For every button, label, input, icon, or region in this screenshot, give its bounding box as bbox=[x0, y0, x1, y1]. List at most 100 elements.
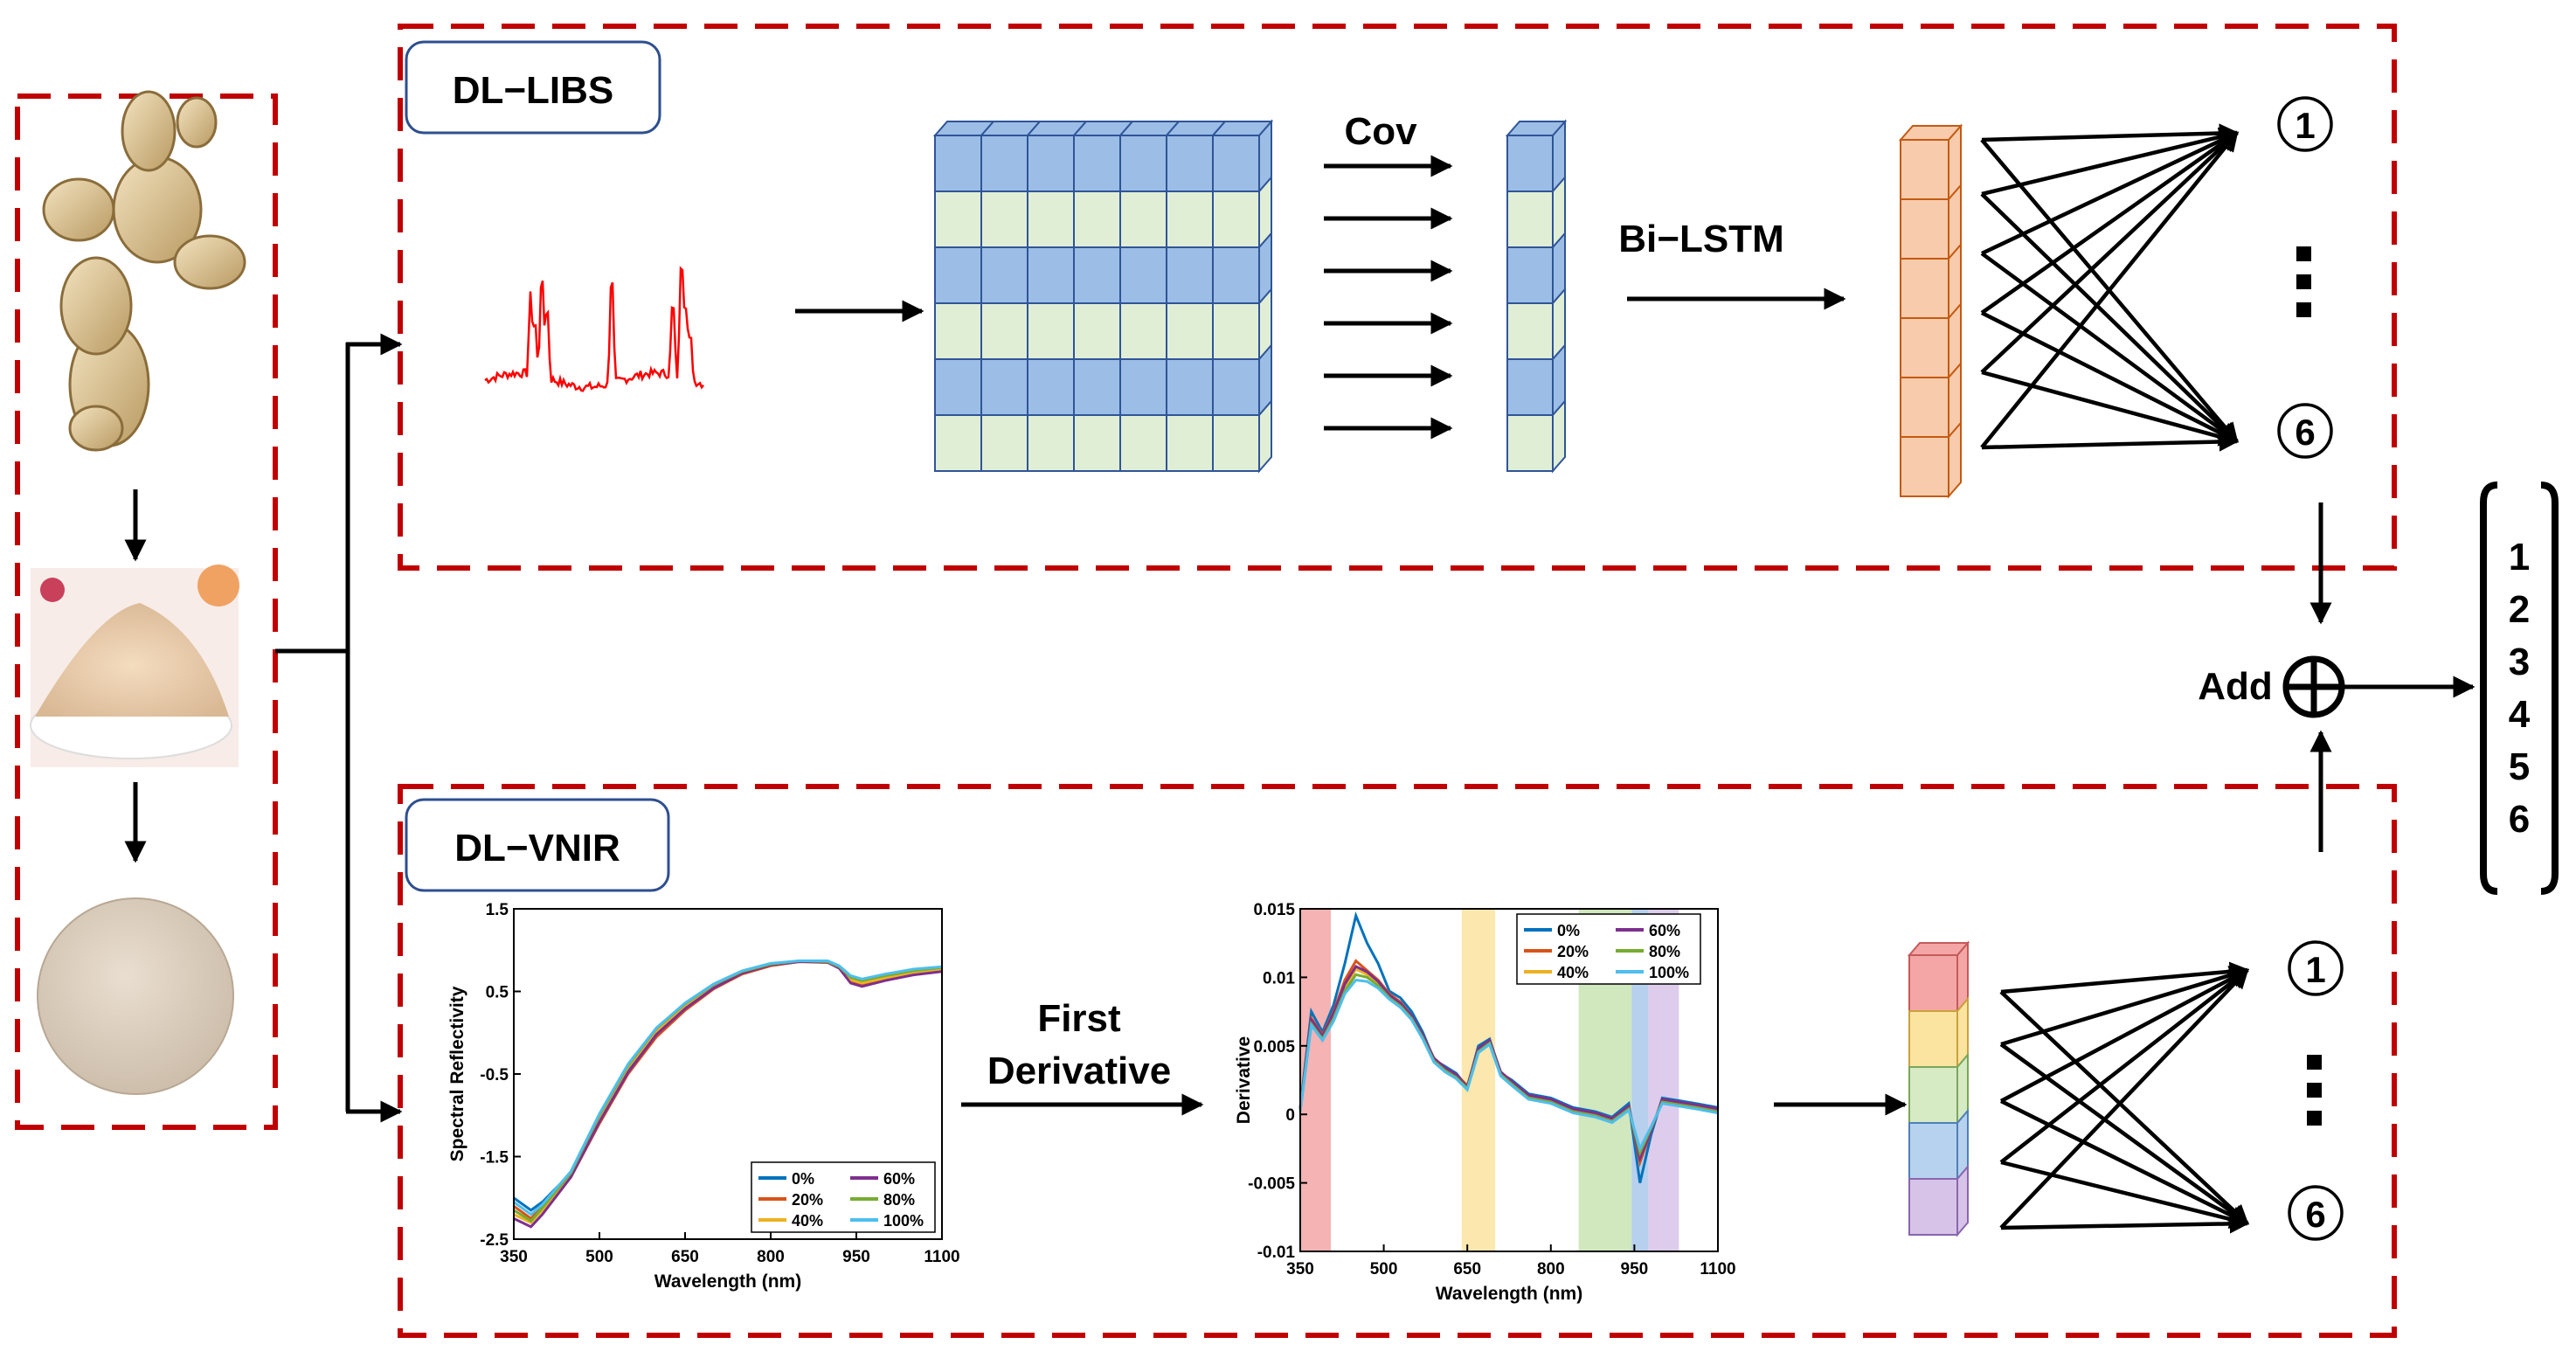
x-tick-label: 350 bbox=[1286, 1260, 1314, 1278]
vnir-cell bbox=[1908, 1122, 1958, 1180]
legend-entry: 40% bbox=[1557, 964, 1589, 981]
dense-connection bbox=[1999, 1043, 2249, 1225]
conv-cell bbox=[1166, 191, 1214, 248]
conv-cell bbox=[1119, 246, 1167, 304]
lstm-cell bbox=[1900, 317, 1949, 378]
conv-cell bbox=[1212, 414, 1260, 472]
lstm-top bbox=[1898, 125, 1963, 141]
conv-cell bbox=[1027, 414, 1075, 472]
x-tick-label: 350 bbox=[500, 1248, 528, 1266]
result-value: 2 bbox=[2509, 588, 2530, 631]
vnir-dense-connections bbox=[1999, 961, 2250, 1234]
conv-cell bbox=[1073, 358, 1121, 416]
libs-title-box bbox=[405, 40, 661, 135]
lstm-cell bbox=[1900, 377, 1949, 438]
libs-dense-connections bbox=[1980, 123, 2240, 452]
dense-connection bbox=[1999, 968, 2249, 1230]
conv-cell bbox=[934, 246, 982, 304]
lstm-cell bbox=[1900, 258, 1949, 319]
conv-cell bbox=[1073, 414, 1121, 472]
x-tick-label: 1100 bbox=[924, 1248, 959, 1266]
vnir-cell bbox=[1908, 1066, 1958, 1124]
conv-cell bbox=[1212, 246, 1260, 304]
conv-cell bbox=[1073, 191, 1121, 248]
conv-cell bbox=[1166, 302, 1214, 360]
vnir-cell bbox=[1908, 1178, 1958, 1236]
conv-cell bbox=[1027, 191, 1075, 248]
dense-connection bbox=[1981, 370, 2240, 447]
x-tick-label: 650 bbox=[1453, 1260, 1481, 1278]
conv-cell bbox=[1166, 246, 1214, 304]
vnir-title-box bbox=[405, 798, 670, 892]
y-axis-label: Derivative bbox=[1234, 1036, 1254, 1124]
lstm-cell bbox=[1900, 198, 1949, 260]
x-tick-label: 800 bbox=[757, 1248, 785, 1266]
dense-connection bbox=[1980, 192, 2239, 443]
vnir-side bbox=[1956, 1164, 1969, 1237]
y-tick-label: -0.005 bbox=[1248, 1175, 1295, 1194]
conv-cell bbox=[1119, 302, 1167, 360]
libs-branch: DL−LIBS Cov Bi−LSTM 1 6 bbox=[398, 24, 2397, 571]
conv-top-face bbox=[1210, 121, 1274, 136]
dense-connection bbox=[1999, 1098, 2250, 1226]
legend-entry: 60% bbox=[883, 1170, 915, 1188]
transform-label-line1: First bbox=[1037, 997, 1121, 1040]
x-tick-label: 950 bbox=[1621, 1260, 1649, 1278]
vnir-output-top-circle bbox=[2288, 940, 2344, 996]
conv-cell bbox=[1027, 135, 1075, 192]
transform-label-line2: Derivative bbox=[987, 1050, 1171, 1092]
conv-cell bbox=[1027, 302, 1075, 360]
conv-output-column bbox=[1505, 119, 1568, 474]
conv-side-face bbox=[1258, 398, 1272, 474]
x-axis-label: Wavelength (nm) bbox=[654, 1271, 801, 1292]
libs-output-bottom: 6 bbox=[2295, 412, 2315, 453]
y-tick-label: -2.5 bbox=[480, 1231, 509, 1250]
dense-connection bbox=[1980, 310, 2240, 444]
conv-cell bbox=[934, 414, 982, 472]
conv-column-cell bbox=[1506, 191, 1554, 248]
dense-connection bbox=[2000, 961, 2250, 994]
conv-column-cell bbox=[1506, 135, 1554, 192]
conv-arrows bbox=[1324, 155, 1453, 440]
dense-connection bbox=[1981, 127, 2240, 197]
dense-connection bbox=[2000, 1214, 2250, 1234]
dense-connection bbox=[1981, 123, 2240, 143]
libs-spectrum bbox=[484, 266, 704, 392]
lstm-label: Bi−LSTM bbox=[1618, 218, 1783, 260]
x-tick-label: 500 bbox=[1370, 1260, 1398, 1278]
y-tick-label: 0 bbox=[1285, 1106, 1295, 1125]
conv-cell bbox=[1119, 358, 1167, 416]
conv-cell bbox=[934, 191, 982, 248]
conv-cell bbox=[934, 302, 982, 360]
conv-cell bbox=[1166, 414, 1214, 472]
x-tick-label: 800 bbox=[1537, 1260, 1565, 1278]
x-tick-label: 950 bbox=[842, 1248, 870, 1266]
conv-cell bbox=[1119, 414, 1167, 472]
legend-entry: 0% bbox=[792, 1170, 814, 1188]
powder-image bbox=[30, 565, 239, 767]
y-tick-label: 0.01 bbox=[1263, 969, 1295, 987]
conv-feature-grid bbox=[932, 119, 1274, 474]
conv-cell bbox=[1119, 191, 1167, 248]
y-tick-label: 0.005 bbox=[1253, 1038, 1295, 1057]
conv-cell bbox=[934, 135, 982, 192]
conv-cell bbox=[1027, 358, 1075, 416]
conv-cell bbox=[934, 358, 982, 416]
x-axis-label: Wavelength (nm) bbox=[1436, 1284, 1582, 1304]
y-tick-label: 0.5 bbox=[486, 984, 509, 1002]
conv-cell bbox=[980, 414, 1028, 472]
vnir-output-bottom-circle bbox=[2288, 1185, 2344, 1241]
result-value: 3 bbox=[2509, 641, 2530, 683]
vnir-output-ellipsis bbox=[2307, 1055, 2322, 1126]
conv-cell bbox=[1027, 246, 1075, 304]
lstm-cell bbox=[1900, 436, 1949, 497]
libs-output-bottom-circle bbox=[2277, 403, 2333, 459]
conv-cell bbox=[1073, 246, 1121, 304]
legend-entry: 100% bbox=[883, 1212, 924, 1230]
conv-cell bbox=[1166, 358, 1214, 416]
dense-connection bbox=[2000, 966, 2250, 1047]
conv-cell bbox=[1212, 191, 1260, 248]
